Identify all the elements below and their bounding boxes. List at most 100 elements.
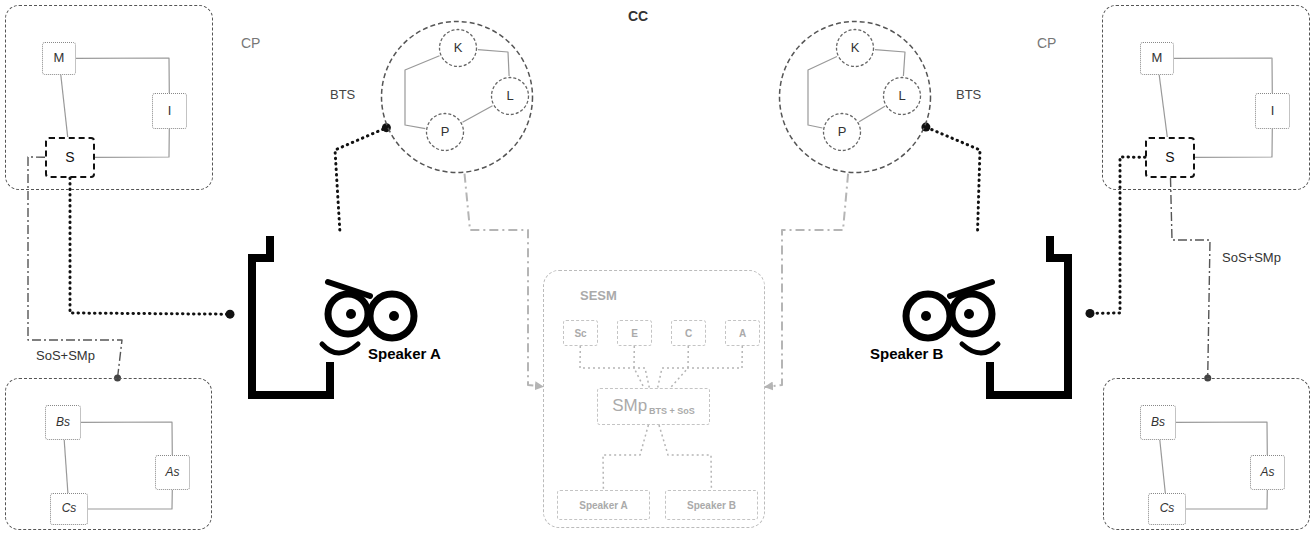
connector <box>875 50 905 76</box>
connector <box>335 128 386 230</box>
end-dot <box>1086 309 1095 318</box>
dashed-group-box: BsAsCs <box>1103 378 1310 530</box>
grey-box: Speaker B <box>665 490 758 520</box>
connector <box>88 490 172 509</box>
connector-label: SoS+SMp <box>1220 250 1283 265</box>
node-text: Bs <box>1151 416 1165 429</box>
connector <box>81 422 172 455</box>
node-text: L <box>506 89 513 103</box>
speaker-figure: Speaker B <box>860 230 1090 400</box>
connector <box>64 440 68 493</box>
node-text: K <box>454 41 463 55</box>
concept-circle: P <box>425 112 465 152</box>
concept-box: I <box>152 93 187 129</box>
circle-border <box>427 114 464 151</box>
speaker-b-illustration <box>860 230 1090 400</box>
node-text: I <box>168 104 172 118</box>
connector <box>70 178 230 314</box>
node-text: S <box>65 150 74 165</box>
connector <box>1171 178 1211 378</box>
node-text: M <box>1152 51 1163 65</box>
node-text: I <box>1271 104 1275 118</box>
node-text: C <box>685 328 692 339</box>
connector <box>670 346 688 388</box>
connector <box>76 58 169 93</box>
node-text: CP <box>1037 36 1056 51</box>
component-box: Bs <box>1140 405 1176 440</box>
connector <box>808 57 837 129</box>
highlighted-concept-box: S <box>45 137 95 178</box>
connector <box>859 106 885 121</box>
concept-box: M <box>42 42 76 75</box>
connector <box>1174 58 1272 93</box>
speaker-figure: Speaker A <box>230 230 460 400</box>
connector <box>658 346 743 388</box>
circle-border <box>780 22 931 173</box>
connector-label: SoS+SMp <box>34 348 97 363</box>
grey-box: Sc <box>563 320 598 346</box>
connector <box>1195 129 1272 157</box>
concept-box: M <box>1140 42 1174 75</box>
node-text: K <box>851 41 860 55</box>
concept-circle: P <box>822 112 862 152</box>
connector <box>1176 422 1267 455</box>
connector <box>1159 75 1167 137</box>
connector <box>926 127 980 230</box>
connector <box>478 50 509 76</box>
circle-border <box>382 22 533 173</box>
connector <box>1090 157 1145 313</box>
node-text: Speaker A <box>368 346 441 363</box>
node-text: Speaker B <box>687 500 736 511</box>
dashed-group-box: CPMIS <box>5 5 213 190</box>
connector <box>765 174 848 387</box>
end-dot <box>226 310 235 319</box>
connector <box>1160 440 1166 493</box>
connector <box>634 346 644 388</box>
node-text: Cs <box>62 502 77 515</box>
node-text: Cs <box>1160 502 1175 515</box>
component-box: As <box>155 455 190 490</box>
connector <box>61 75 68 137</box>
node-text: P <box>838 125 847 139</box>
concept-circle: K <box>835 28 875 68</box>
node-text: Speaker B <box>870 346 943 363</box>
node-text: BTS <box>330 88 355 102</box>
concept-box: I <box>1255 93 1290 129</box>
connector <box>603 425 648 490</box>
component-box: Bs <box>45 405 81 440</box>
node-text: E <box>631 328 638 339</box>
connector <box>405 56 440 129</box>
node-text: L <box>898 89 905 103</box>
grey-box: C <box>671 320 706 346</box>
circle-border <box>440 30 477 67</box>
circle-border <box>837 30 874 67</box>
node-text: S <box>1165 150 1174 165</box>
diagram-heading: CC <box>628 8 648 24</box>
speaker-a-illustration <box>230 230 460 400</box>
node-text: A <box>739 328 746 339</box>
dashed-circle: BTSKLP <box>778 20 932 174</box>
concept-circle: L <box>490 76 530 116</box>
component-box: Cs <box>50 493 88 525</box>
connector <box>1186 490 1267 509</box>
dashed-circle: BTSKLP <box>380 20 534 174</box>
highlighted-concept-box: S <box>1145 137 1195 178</box>
concept-circle: L <box>882 76 922 116</box>
connector <box>28 157 122 378</box>
grey-box: SMpBTS + SoS <box>597 388 710 425</box>
concept-circle: K <box>438 28 478 68</box>
connector <box>580 346 649 388</box>
circle-border <box>824 114 861 151</box>
node-text: Speaker A <box>579 500 628 511</box>
node-text: BTS <box>956 88 981 102</box>
connector <box>465 174 544 387</box>
node-text: As <box>1260 466 1274 479</box>
dashed-group-box: BsAsCs <box>5 378 212 530</box>
circle-border <box>884 78 921 115</box>
node-text: M <box>54 51 65 65</box>
node-text: SMp <box>612 397 647 416</box>
model-box: SESMScECASMpBTS + SoSSpeaker ASpeaker B <box>543 270 765 528</box>
connector <box>95 129 169 157</box>
